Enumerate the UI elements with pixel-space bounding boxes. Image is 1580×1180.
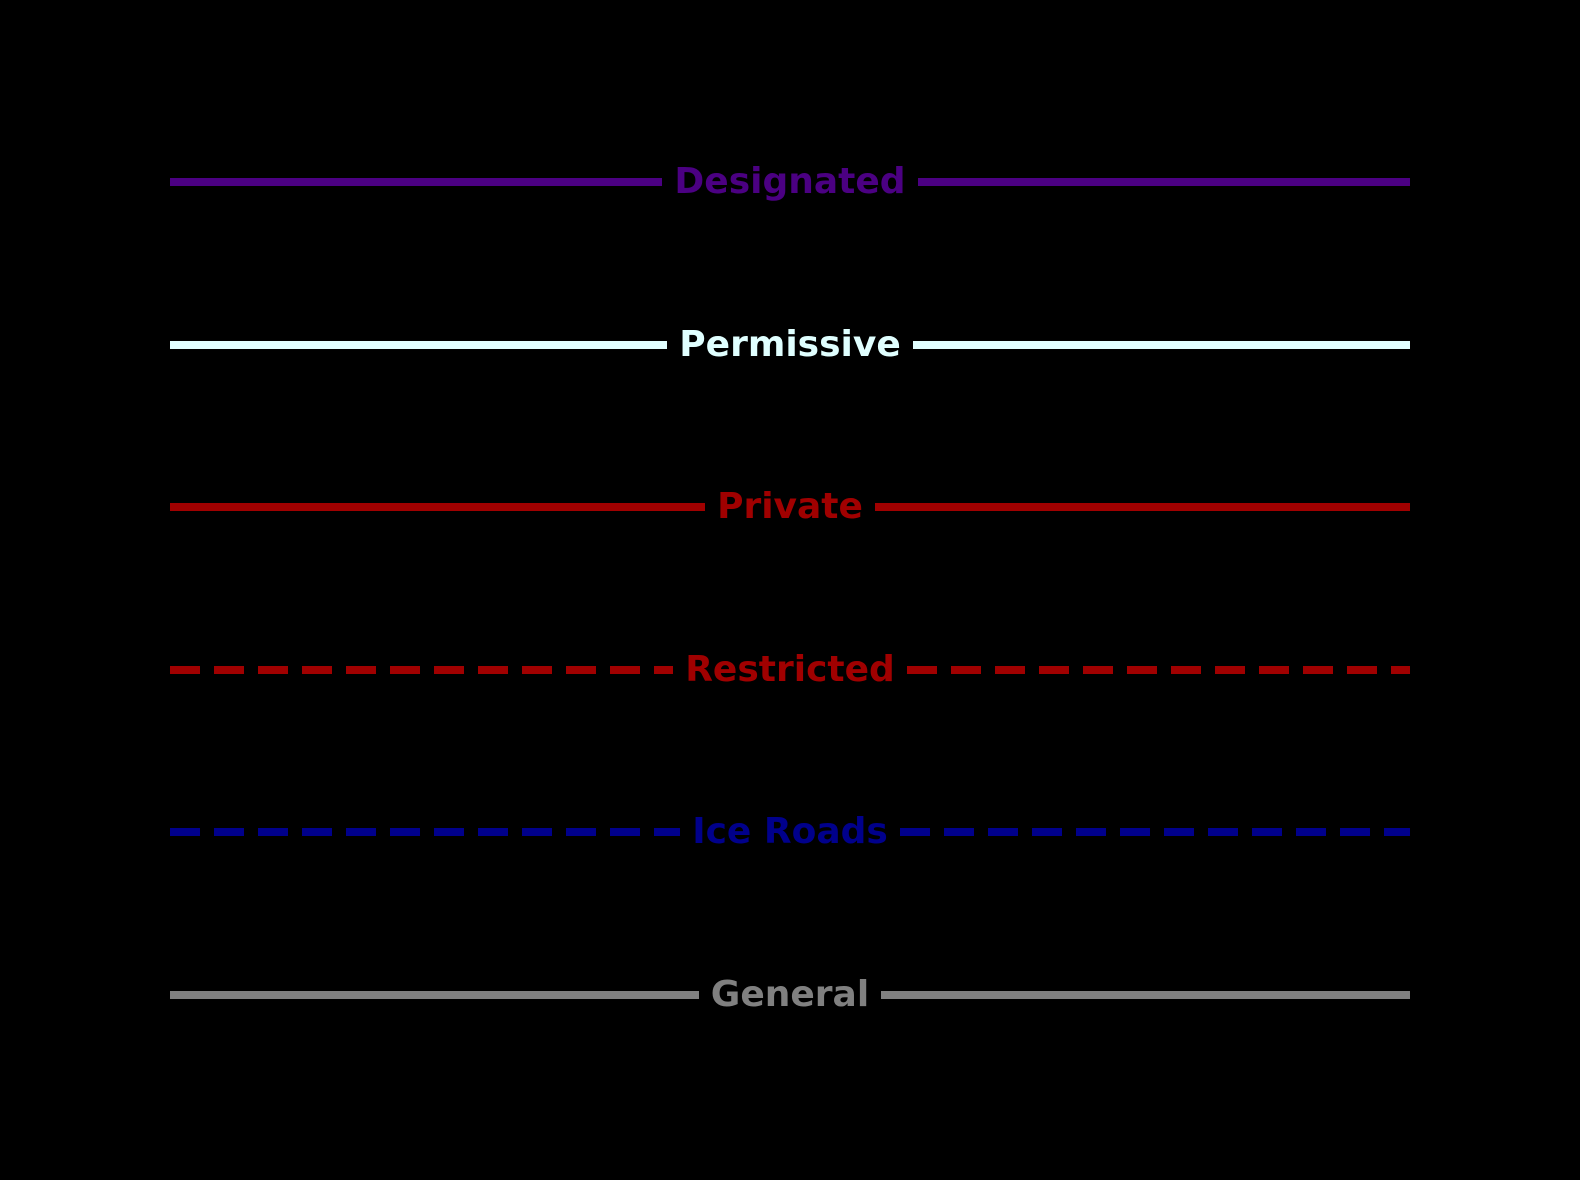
legend-line-right xyxy=(917,178,1410,186)
legend-line-left xyxy=(170,828,681,836)
legend-item-label: Restricted xyxy=(685,649,895,690)
legend-line-right xyxy=(906,666,1411,674)
legend-line-right xyxy=(899,828,1411,836)
legend-item-permissive: Permissive xyxy=(170,320,1411,370)
legend-item-label: General xyxy=(710,974,870,1015)
legend-line-left xyxy=(170,178,663,186)
legend-item-designated: Designated xyxy=(170,157,1410,207)
legend-line-right xyxy=(912,341,1411,349)
legend-line-right xyxy=(881,991,1410,999)
legend-item-label: Ice Roads xyxy=(692,811,888,852)
legend-item-general: General xyxy=(170,970,1410,1020)
legend-item-label: Private xyxy=(717,486,863,527)
legend-item-private: Private xyxy=(170,482,1410,532)
legend-line-left xyxy=(170,991,699,999)
legend-line-left xyxy=(170,503,706,511)
legend-item-ice-roads: Ice Roads xyxy=(170,807,1411,857)
legend-line-left xyxy=(170,341,668,349)
legend-item-label: Designated xyxy=(674,161,906,202)
legend-item-restricted: Restricted xyxy=(170,645,1411,695)
legend-line-right xyxy=(874,503,1410,511)
legend-line-left xyxy=(170,666,674,674)
legend-item-label: Permissive xyxy=(679,324,901,365)
